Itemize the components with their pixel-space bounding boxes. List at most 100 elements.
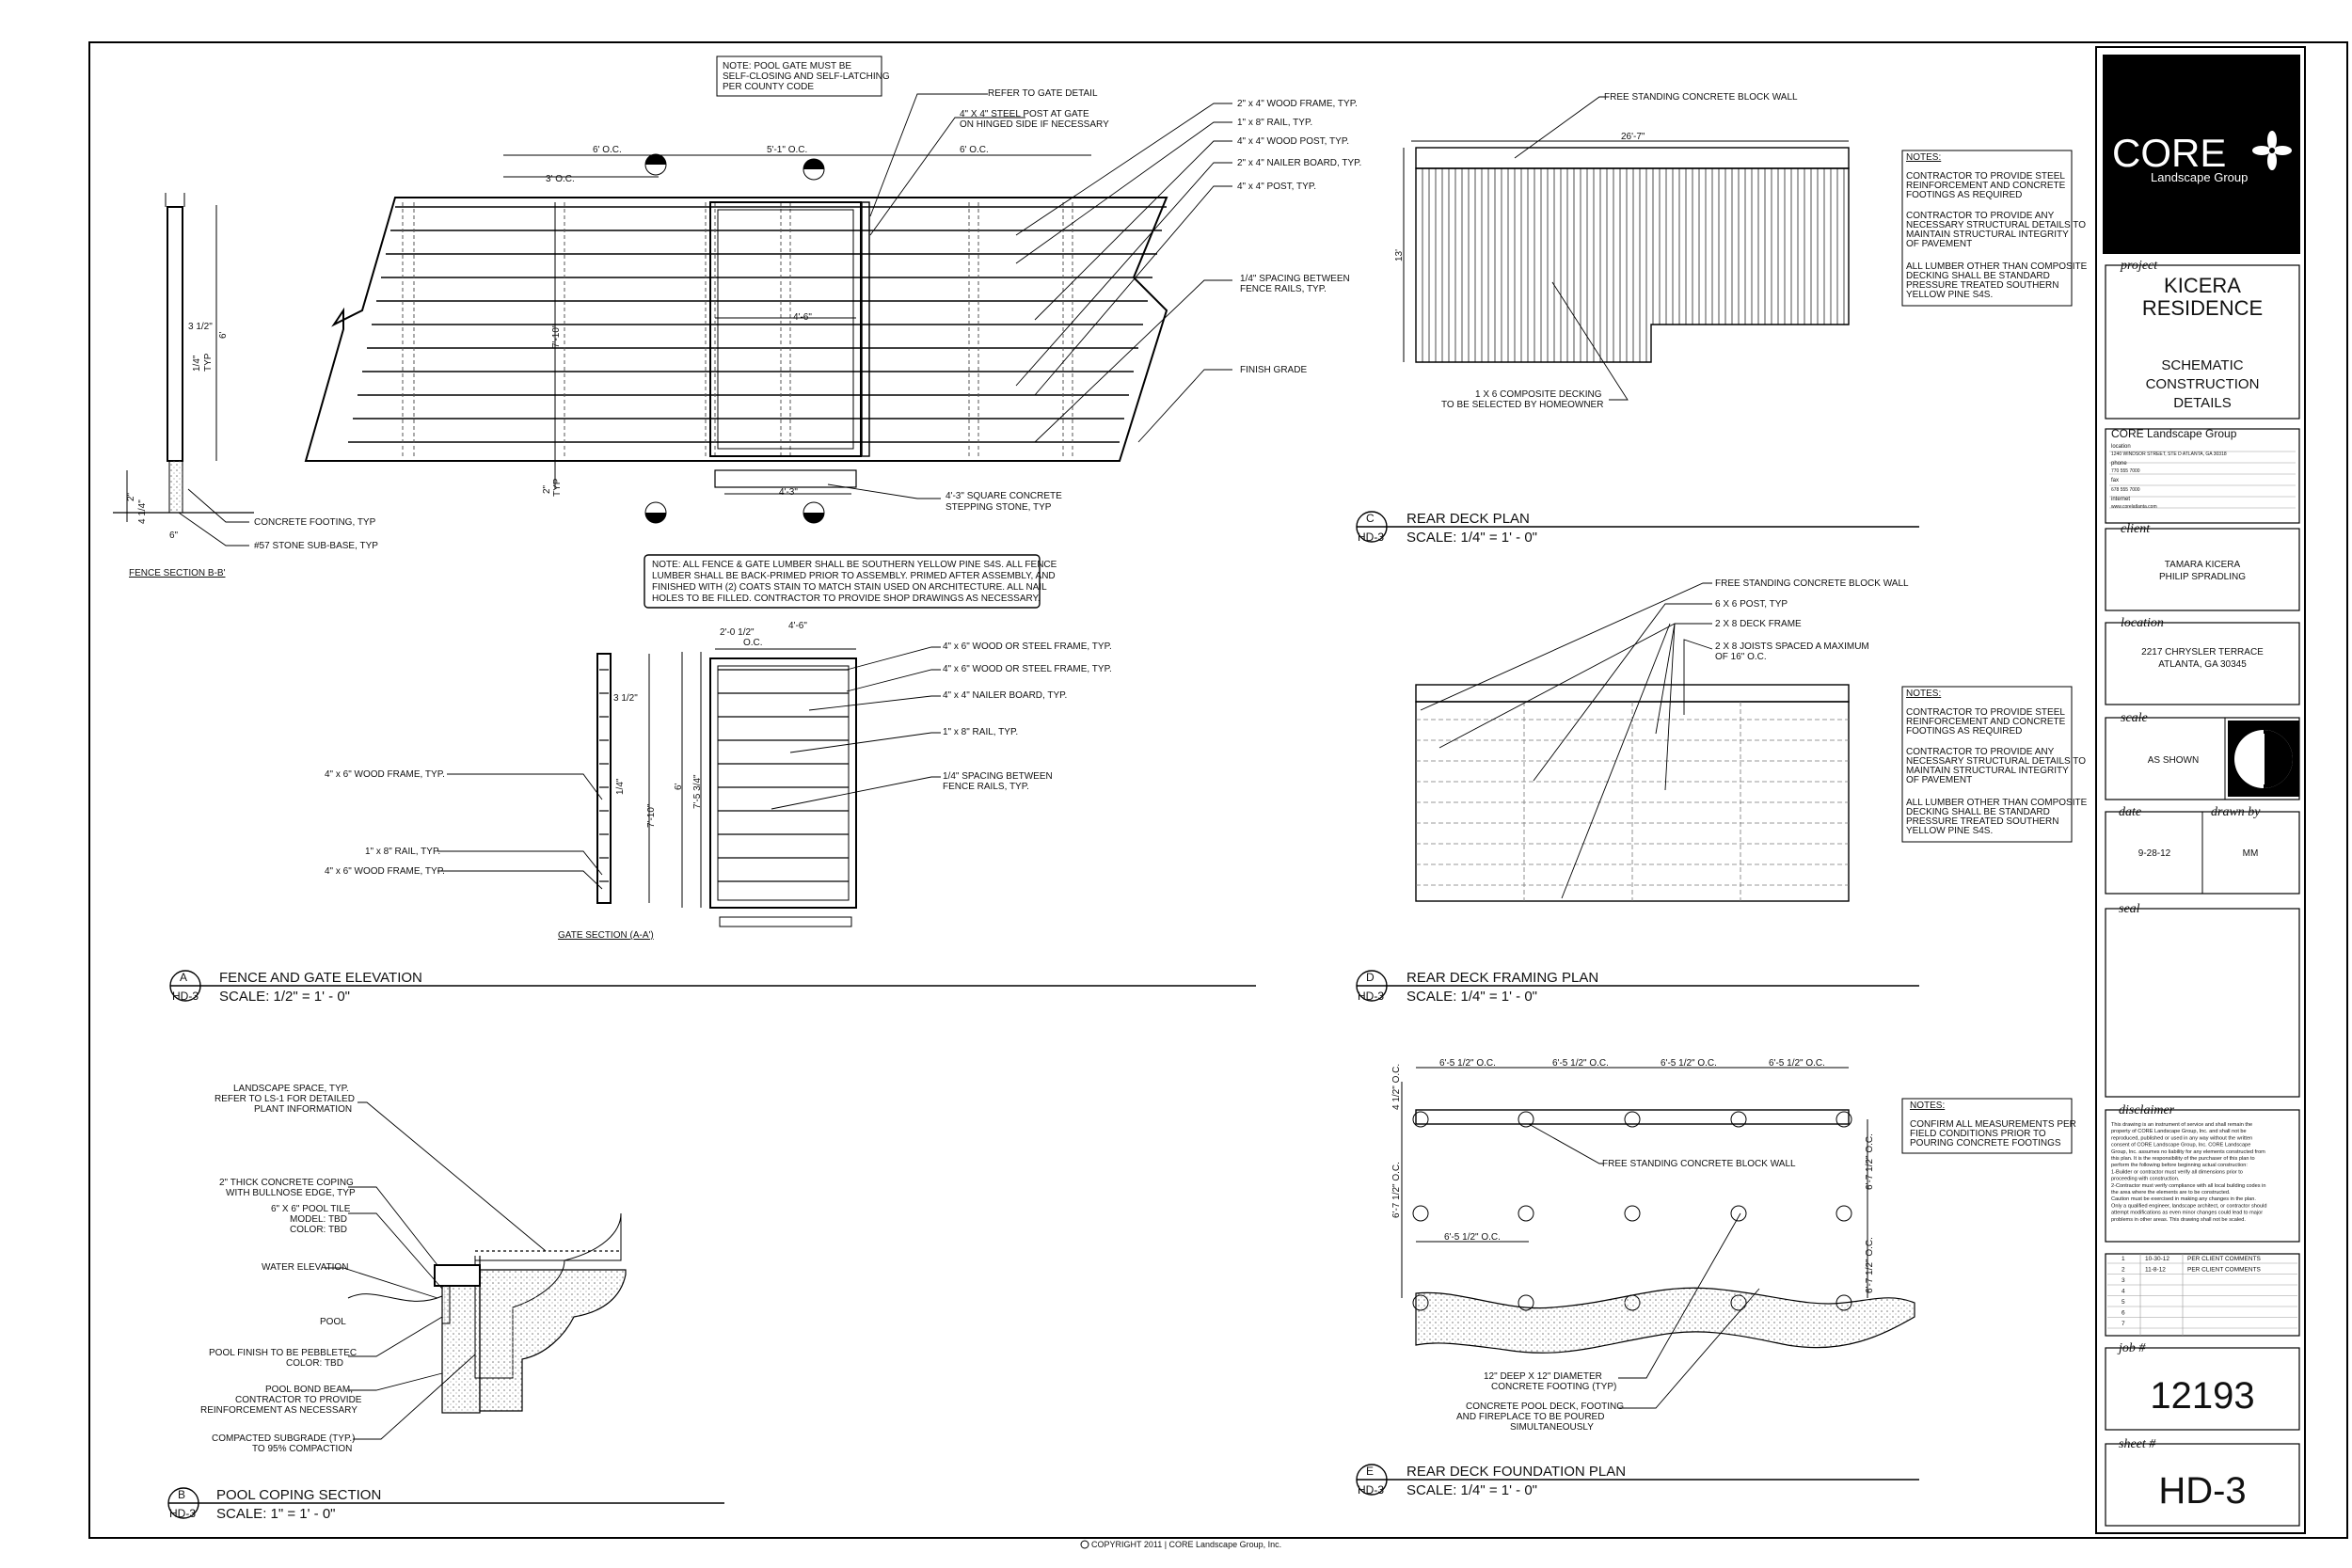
revision-date: 10-30-12 [2145,1256,2169,1262]
gate-callout: 1" x 8" RAIL, TYP. [365,847,440,857]
revision-number: 1 [2122,1256,2125,1262]
title-letter: A [180,971,187,984]
gate-callout: 4" x 6" WOOD FRAME, TYP. [325,866,445,877]
concrete-footing [1518,1205,1534,1222]
fence-dimension: 6' O.C. [960,145,989,155]
pool-callout: WATER ELEVATION [262,1262,348,1273]
section-b-title: FENCE SECTION B-B' [129,568,226,578]
firm-field: www.corelatlanta.com [2111,504,2157,510]
title-sheet: HD-3 [172,990,199,1003]
drawing-title-e: E HD-3 REAR DECK FOUNDATION PLAN SCALE: … [1356,1464,1919,1498]
date-value: 9-28-12 [2138,848,2171,859]
drawing-title-c: C HD-3 REAR DECK PLAN SCALE: 1/4" = 1' -… [1356,511,1919,546]
fence-callout: 4" X 4" STEEL POST AT GATE [960,109,1089,119]
logo-wordmark: CORE [2112,131,2226,175]
gate-dim: 6' [674,783,684,790]
foundation-dim: 6'-5 1/2" O.C. [1444,1232,1501,1243]
foundation-dim: 6'-5 1/2" O.C. [1439,1058,1496,1069]
disclaimer-line: proceeding with construction. [2111,1177,2180,1182]
foundation-dim: 4 1/2" O.C. [1391,1064,1402,1110]
gate-section-title: GATE SECTION (A-A') [558,930,654,941]
fence-callout: 1" x 8" RAIL, TYP. [1237,118,1312,128]
date-label: date [2119,805,2141,819]
lumber-note-box [644,554,1041,609]
framing-callout: 6 X 6 POST, TYP [1715,599,1788,610]
foundation-dim: 6'-5 1/2" O.C. [1661,1058,1717,1069]
fence-callout: 1/4" SPACING BETWEEN [1240,274,1350,284]
location-line: ATLANTA, GA 30345 [2158,659,2247,670]
drawing-title-a: A HD-3 FENCE AND GATE ELEVATION SCALE: 1… [169,970,1256,1005]
gate-note-line: SELF-CLOSING AND SELF-LATCHING [723,71,890,82]
note-line: OF PAVEMENT [1906,239,1972,249]
deck-plan-dim: 13' [1394,249,1405,261]
fence-elevation: NOTE: POOL GATE MUST BE SELF-CLOSING AND… [304,55,1361,524]
fence-dimension: 2" [542,484,552,494]
section-b-callout: #57 STONE SUB-BASE, TYP [254,541,378,551]
note-line: FIELD CONDITIONS PRIOR TO [1910,1129,2046,1139]
foundation-callout: CONCRETE FOOTING (TYP) [1491,1382,1616,1392]
note-line: FOOTINGS AS REQUIRED [1906,190,2022,200]
firm-field: 1240 WINDSOR STREET, STE D ATLANTA, GA 3… [2111,451,2227,457]
gate-code-note [716,55,882,97]
pool-callout: LANDSCAPE SPACE, TYP. [233,1084,349,1094]
pool-callout: POOL FINISH TO BE PEBBLETEC [209,1348,357,1358]
fence-callout: 4" x 4" POST, TYP. [1237,182,1316,192]
section-b-dim: 1/4" [192,355,202,372]
gate-callout: 1/4" SPACING BETWEEN [943,771,1053,782]
flower-logo-icon [2252,131,2292,170]
note-line: NECESSARY STRUCTURAL DETAILS TO [1906,756,2086,767]
concrete-footing [1836,1205,1852,1222]
title-scale: SCALE: 1/2" = 1' - 0" [219,989,350,1005]
rear-deck-foundation-plan: FREE STANDING CONCRETE BLOCK WALL 12" DE… [1391,1058,1915,1433]
structural-notes-1: NOTES: CONTRACTOR TO PROVIDE STEEL REINF… [1906,152,2088,300]
note-line: DECKING SHALL BE STANDARD [1906,271,2050,281]
fence-callout: 4'-3" SQUARE CONCRETE [946,491,1062,501]
title-sheet: HD-3 [1358,1483,1384,1497]
project-description: SCHEMATIC [2161,357,2243,373]
pool-callout: POOL BOND BEAM, [265,1385,353,1395]
foundation-callout: FREE STANDING CONCRETE BLOCK WALL [1602,1159,1796,1169]
disclaimer-line: perform the following before beginning a… [2111,1163,2248,1168]
fence-section-b: 3 1/2" 1/4" TYP 6' 2" 4 1/4" 6" CONCRETE… [113,193,378,578]
firm-name: CORE Landscape Group [2111,427,2237,440]
gate-dim: 7'-5 3/4" [692,774,703,809]
framing-callout: 2 X 8 JOISTS SPACED A MAXIMUM [1715,641,1869,652]
gate-callout: 4" x 6" WOOD FRAME, TYP. [325,769,445,780]
section-marker-a-bottom [803,501,825,524]
pool-callout: PLANT INFORMATION [254,1104,352,1115]
note-line: PRESSURE TREATED SOUTHERN [1906,280,2058,291]
section-b-dim: 6' [218,331,229,339]
pool-callout: COLOR: TBD [286,1358,343,1369]
pool-callout: POOL [320,1317,346,1327]
note-line: DECKING SHALL BE STANDARD [1906,807,2050,817]
title-letter: D [1366,971,1375,984]
lumber-note-line: HOLES TO BE FILLED. CONTRACTOR TO PROVID… [652,594,1041,604]
client-name: TAMARA KICERA [2165,560,2241,570]
disclaimer-line: the area where the elements are to be co… [2111,1190,2231,1196]
foundation-callout: 12" DEEP X 12" DIAMETER [1484,1371,1602,1382]
revision-number: 6 [2122,1310,2125,1317]
title-scale: SCALE: 1/4" = 1' - 0" [1406,989,1537,1005]
gate-callout: 4" x 6" WOOD OR STEEL FRAME, TYP. [943,641,1112,652]
north-arrow-icon [2228,721,2299,797]
job-label: job # [2117,1341,2146,1355]
foundation-callout: AND FIREPLACE TO BE POURED [1456,1412,1604,1422]
fence-callout: REFER TO GATE DETAIL [988,88,1098,99]
drawn-by-label: drawn by [2211,805,2261,819]
title-sheet: HD-3 [1358,531,1384,544]
section-b-dim: 4 1/4" [137,499,148,524]
pool-callout: 6" X 6" POOL TILE [271,1204,351,1214]
gate-dim: O.C. [743,638,763,648]
pool-callout: MODEL: TBD [290,1214,347,1225]
pool-callout: CONTRACTOR TO PROVIDE [235,1395,362,1405]
gate-callout: 4" x 4" NAILER BOARD, TYP. [943,690,1067,701]
fence-callout: FINISH GRADE [1240,365,1307,375]
revision-description: PER CLIENT COMMENTS [2187,1256,2262,1262]
title-scale: SCALE: 1/4" = 1' - 0" [1406,1482,1537,1498]
project-name: RESIDENCE [2142,296,2263,320]
note-line: ALL LUMBER OTHER THAN COMPOSITE [1906,798,2088,808]
title-name: POOL COPING SECTION [216,1487,381,1503]
section-marker-a-top [803,158,825,181]
logo-subtitle: Landscape Group [2151,170,2248,184]
title-letter: E [1366,1465,1374,1478]
